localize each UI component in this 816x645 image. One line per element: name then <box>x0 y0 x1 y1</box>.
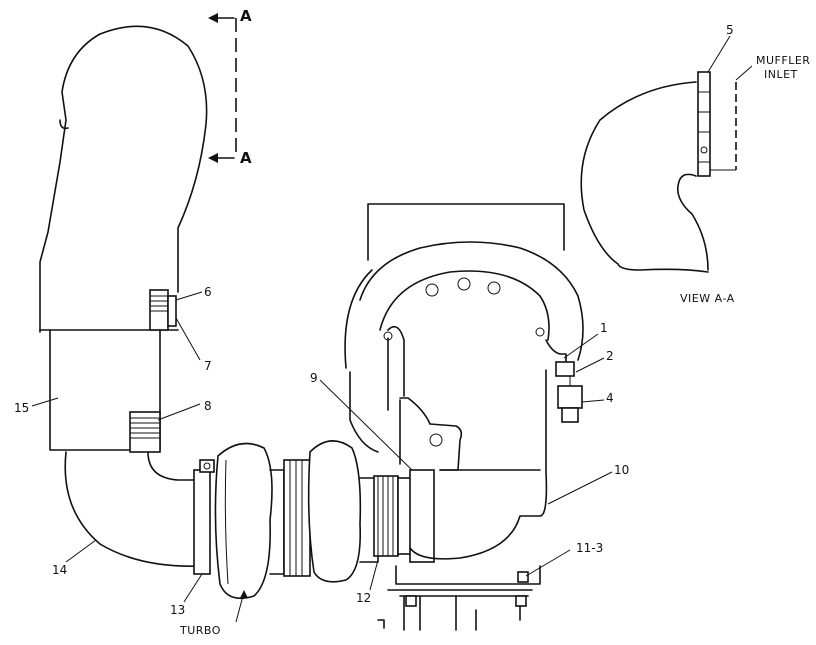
callout-11-3: 11-3 <box>576 541 603 555</box>
callout-7: 7 <box>204 359 212 373</box>
callout-6: 6 <box>204 285 212 299</box>
view-a-a: VIEW A-A MUFFLER INLET <box>580 54 810 305</box>
sensor-fittings <box>545 339 583 423</box>
callout-1: 1 <box>600 321 608 335</box>
coupling-12 <box>373 469 435 563</box>
callout-4: 4 <box>606 391 614 405</box>
callout-12: 12 <box>356 591 371 605</box>
callout-8: 8 <box>204 399 212 413</box>
exhaust-elbow <box>39 25 208 333</box>
callout-10: 10 <box>614 463 629 477</box>
section-mark-top: A <box>240 7 252 25</box>
callout-15: 15 <box>14 401 29 415</box>
muffler-housing <box>344 203 584 560</box>
callouts: 1 2 4 5 6 7 8 9 10 11-3 12 13 14 15 TURB… <box>14 23 734 637</box>
callout-14: 14 <box>52 563 67 577</box>
callout-5: 5 <box>726 23 734 37</box>
turbocharger <box>214 440 379 600</box>
muffler-label-line2: INLET <box>764 68 798 81</box>
section-mark-bottom: A <box>240 149 252 167</box>
turbo-label: TURBO <box>179 624 221 637</box>
callout-13: 13 <box>170 603 185 617</box>
muffler-label-line1: MUFFLER <box>756 54 810 67</box>
leader-lines <box>31 35 731 623</box>
clamp-fitting-upper <box>149 289 177 331</box>
callout-9: 9 <box>310 371 318 385</box>
callout-2: 2 <box>606 349 614 363</box>
mounting-base <box>377 565 541 631</box>
section-cut-line: A A <box>208 7 252 167</box>
pipe-15 <box>49 329 161 451</box>
view-caption: VIEW A-A <box>680 292 735 305</box>
clamp-fitting-lower <box>129 411 161 453</box>
elbow-pipe-14 <box>64 451 215 575</box>
